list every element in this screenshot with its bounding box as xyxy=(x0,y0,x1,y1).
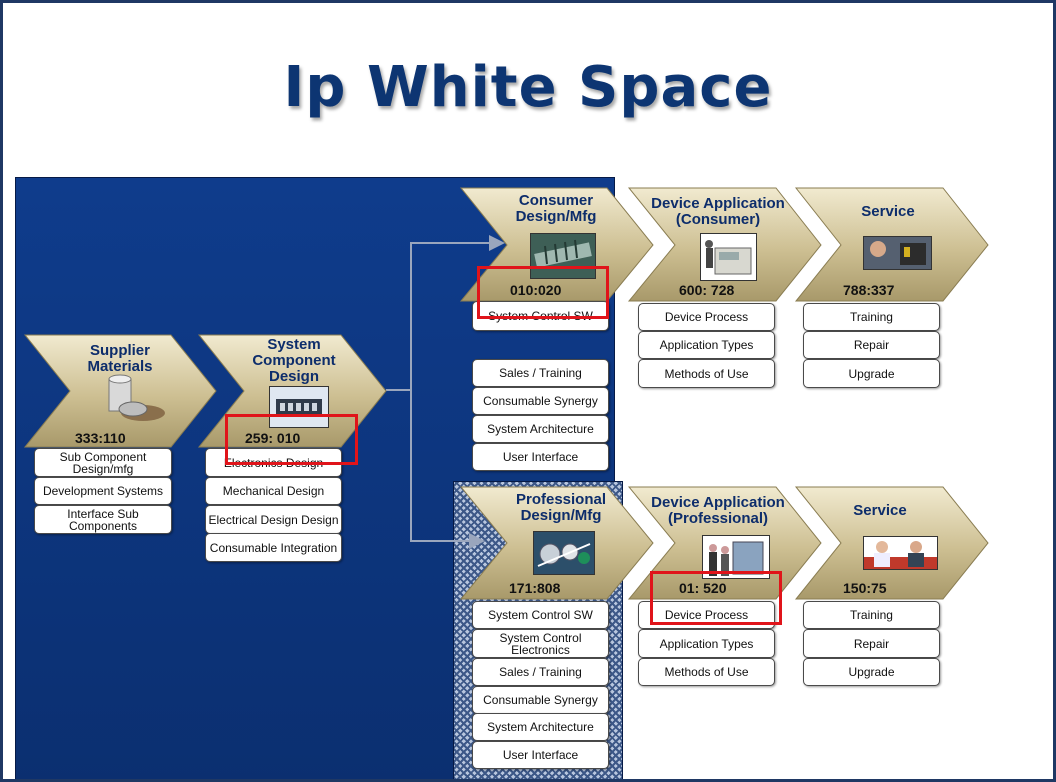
stage-label-consumer-design: Consumer Design/Mfg xyxy=(501,193,611,225)
list-item: Sub Component Design/mfg xyxy=(34,448,172,477)
list-item: Repair xyxy=(803,629,940,658)
stage-code-device-app-consumer: 600: 728 xyxy=(679,282,734,298)
list-item: System Architecture xyxy=(472,415,609,443)
rollers-icon xyxy=(533,531,595,575)
list-item: Consumable Integration xyxy=(205,533,342,562)
stage-label-service-consumer: Service xyxy=(833,204,943,220)
stage-label-professional-design: Professional Design/Mfg xyxy=(501,492,621,524)
list-item: Development Systems xyxy=(34,477,172,505)
list-item: Methods of Use xyxy=(638,658,775,686)
list-item: Upgrade xyxy=(803,658,940,686)
stage-label-device-app-consumer: Device Application (Consumer) xyxy=(643,196,793,228)
highlight-box-system-component xyxy=(225,414,358,465)
list-item: Training xyxy=(803,303,940,331)
highlight-box-consumer-design xyxy=(477,266,609,319)
list-item: Sales / Training xyxy=(472,359,609,387)
stage-label-service-professional: Service xyxy=(825,503,935,519)
list-item: Consumable Synergy xyxy=(472,686,609,714)
list-item: User Interface xyxy=(472,741,609,769)
technician-icon xyxy=(863,236,932,270)
printer-machine-icon xyxy=(700,233,757,281)
materials-icon xyxy=(103,369,167,423)
list-item: User Interface xyxy=(472,443,609,471)
list-item: Electrical Design Design xyxy=(205,505,342,534)
service-meeting-icon xyxy=(863,536,938,570)
stage-code-supplier: 333:110 xyxy=(75,430,126,446)
stage-code-professional-design: 171:808 xyxy=(509,580,560,596)
list-item: Sales / Training xyxy=(472,658,609,686)
list-item: Mechanical Design xyxy=(205,477,342,505)
stage-code-service-consumer: 788:337 xyxy=(843,282,894,298)
list-item: Application Types xyxy=(638,331,775,359)
list-item: System Control Electronics xyxy=(472,629,609,658)
stage-label-device-app-professional: Device Application (Professional) xyxy=(643,495,793,527)
list-item: Consumable Synergy xyxy=(472,387,609,415)
stage-label-system-component: System Component Design xyxy=(239,337,349,385)
list-item: System Control SW xyxy=(472,601,609,629)
list-item: System Architecture xyxy=(472,713,609,741)
highlight-box-device-app-professional xyxy=(650,571,782,625)
list-item: Methods of Use xyxy=(638,359,775,388)
list-item: Repair xyxy=(803,331,940,359)
list-item: Application Types xyxy=(638,629,775,658)
list-item: Upgrade xyxy=(803,359,940,388)
stage-code-service-professional: 150:75 xyxy=(843,580,887,596)
list-item: Device Process xyxy=(638,303,775,331)
list-item: Interface Sub Components xyxy=(34,505,172,534)
list-item: Training xyxy=(803,601,940,629)
